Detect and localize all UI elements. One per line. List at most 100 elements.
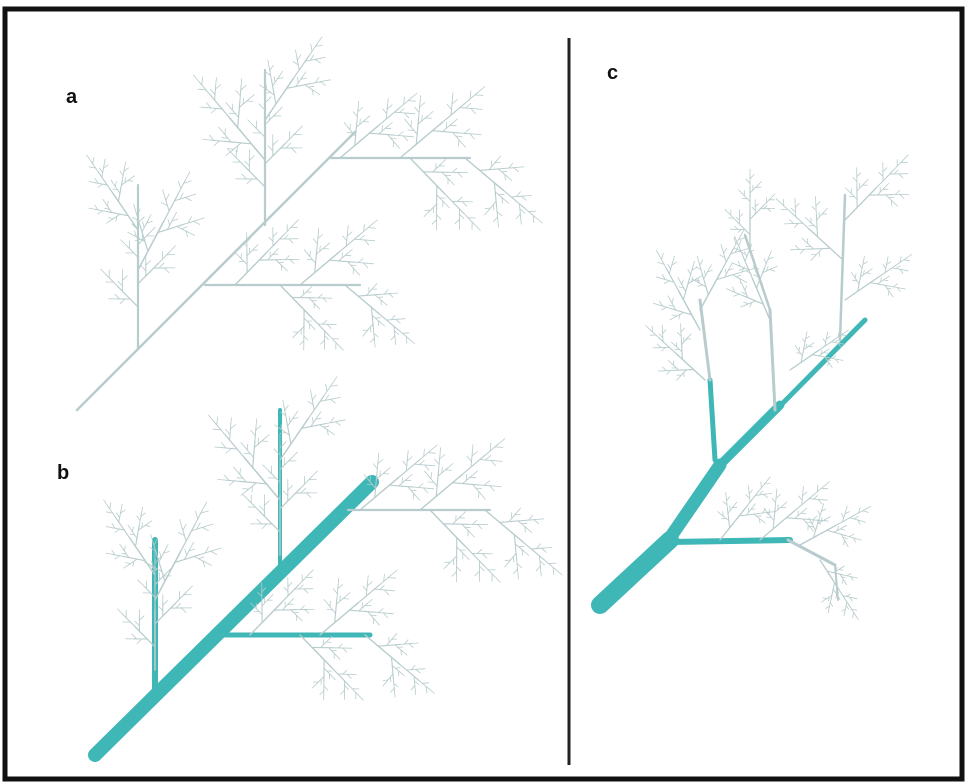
branch-segment xyxy=(794,202,800,209)
branch-segment xyxy=(504,561,510,568)
branch-segment xyxy=(307,395,325,420)
branch-segment xyxy=(319,690,325,695)
branch-segment xyxy=(213,547,222,551)
branch-segment xyxy=(471,451,478,457)
branch-segment xyxy=(273,609,297,611)
branch-segment xyxy=(395,318,401,324)
branch-segment xyxy=(732,236,741,250)
branch-segment xyxy=(503,166,518,169)
branch-segment xyxy=(397,670,400,677)
branch-segment xyxy=(474,223,481,231)
branch-segment xyxy=(123,556,146,562)
branch-segment xyxy=(154,550,182,601)
branch-segment xyxy=(372,328,375,342)
branch-segment xyxy=(766,512,775,522)
branch-segment xyxy=(743,301,749,305)
branch-segment xyxy=(740,304,747,308)
branch-segment xyxy=(410,685,416,691)
branch-segment xyxy=(425,117,432,119)
branch-segment xyxy=(225,479,241,482)
branch-segment xyxy=(413,680,420,685)
branch-segment xyxy=(97,210,103,215)
branch-segment xyxy=(120,178,131,186)
branch-segment xyxy=(462,474,473,485)
branch-segment xyxy=(386,637,394,646)
branch-segment xyxy=(752,265,756,272)
branch-segment xyxy=(320,339,325,345)
branch-segment xyxy=(738,189,743,195)
branch-segment xyxy=(154,572,167,586)
branch-segment xyxy=(492,204,495,211)
branch-segment xyxy=(741,282,745,289)
branch-segment xyxy=(508,512,517,523)
branch-segment xyxy=(279,457,292,471)
branch-segment xyxy=(725,497,728,510)
branch-segment xyxy=(292,219,299,226)
branch-segment xyxy=(243,457,281,501)
branch-segment xyxy=(134,230,137,238)
branch-segment xyxy=(765,493,772,495)
branch-segment xyxy=(404,112,410,119)
branch-segment xyxy=(347,261,356,271)
branch-segment xyxy=(140,506,144,514)
branch-segment xyxy=(488,160,497,171)
branch-segment xyxy=(113,184,121,194)
branch-segment xyxy=(246,482,257,492)
branch-segment xyxy=(749,205,765,220)
branch-segment xyxy=(745,494,751,499)
branch-segment xyxy=(503,198,510,204)
branch-segment xyxy=(104,207,111,210)
branch-segment xyxy=(668,360,673,365)
branch-segment xyxy=(386,104,393,110)
branch-segment xyxy=(426,487,435,490)
branch-segment xyxy=(344,284,381,315)
branch-segment xyxy=(107,505,117,518)
branch-segment xyxy=(146,520,153,525)
branch-segment xyxy=(744,249,750,262)
branch-segment xyxy=(359,477,399,511)
branch-segment xyxy=(167,218,171,226)
branch-segment xyxy=(697,277,700,284)
branch-segment xyxy=(841,608,846,612)
branch-segment xyxy=(88,181,96,184)
branch-segment xyxy=(334,421,341,426)
branch-segment xyxy=(261,440,269,442)
branch-segment xyxy=(275,106,283,114)
branch-segment xyxy=(808,498,822,501)
branch-segment xyxy=(244,160,250,167)
branch-segment xyxy=(733,501,738,507)
branch-segment xyxy=(140,265,147,272)
branch-segment xyxy=(856,172,862,178)
branch-segment xyxy=(843,610,846,617)
branch-segment xyxy=(818,508,823,520)
branch-segment xyxy=(722,250,727,263)
branch-segment xyxy=(386,612,395,615)
branch-segment xyxy=(886,256,889,263)
branch-segment xyxy=(657,343,662,349)
branch-segment xyxy=(225,428,231,436)
branch-segment xyxy=(504,174,506,181)
branch-segment xyxy=(536,518,545,520)
branch-segment xyxy=(105,526,113,529)
branch-segment xyxy=(123,614,136,627)
branch-segment xyxy=(364,239,370,246)
branch-segment xyxy=(451,92,454,101)
branch-segment xyxy=(401,332,410,334)
branch-segment xyxy=(143,585,156,598)
branch-segment xyxy=(555,569,563,576)
branch-segment xyxy=(156,555,166,582)
branch-segment xyxy=(221,442,227,449)
branch-segment xyxy=(90,160,100,173)
branch-segment xyxy=(738,239,742,247)
branch-segment xyxy=(230,424,237,430)
branch-segment xyxy=(158,262,165,269)
branch-segment xyxy=(519,208,526,214)
branch-segment xyxy=(837,595,841,600)
branch-segment xyxy=(489,442,492,452)
branch-segment xyxy=(852,176,858,182)
branch-segment xyxy=(147,214,152,222)
branch-segment xyxy=(281,602,291,611)
branch-segment xyxy=(851,608,857,611)
branch-segment xyxy=(836,526,839,531)
